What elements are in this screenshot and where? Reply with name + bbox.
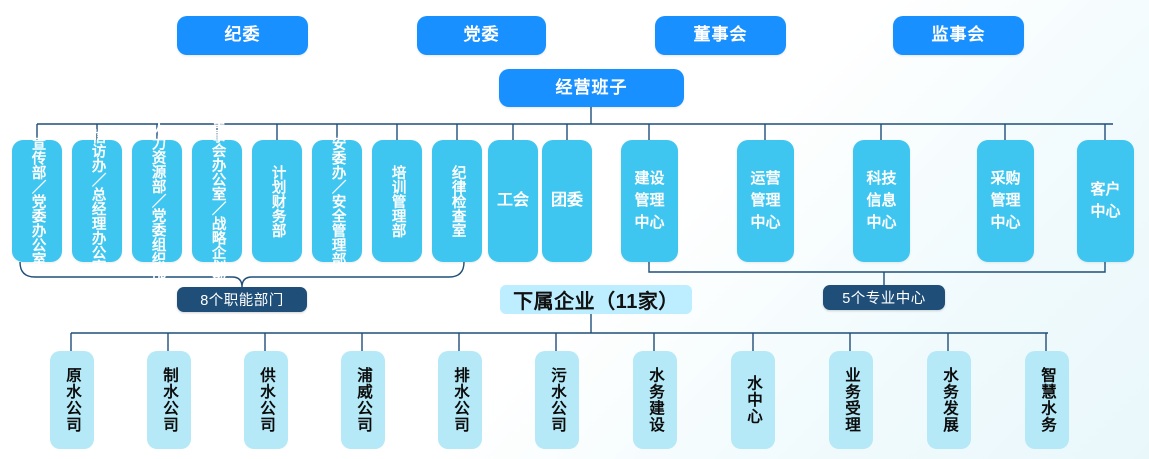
- department-label-1a: 党委办公室: [29, 193, 46, 267]
- department-label-6b: 安委办／: [329, 135, 346, 194]
- governance-box-dongshihui[interactable]: 董事会: [655, 16, 786, 55]
- center-label-2-line2: 管理: [750, 192, 781, 210]
- center-label-4-line2: 管理: [990, 192, 1021, 210]
- center-box-5[interactable]: 客户 中心: [1077, 140, 1134, 262]
- management-box[interactable]: 经营班子: [499, 69, 684, 107]
- department-box-3[interactable]: 人力资源部／ 党委组织部: [132, 121, 182, 281]
- department-label-7a: 培训管理部: [389, 164, 406, 238]
- center-label-2-line3: 中心: [750, 213, 781, 231]
- department-box-5[interactable]: 计划财务部: [252, 140, 302, 262]
- center-label-2-line1: 运营: [750, 170, 781, 188]
- caption-centers: 5个专业中心: [823, 285, 945, 310]
- mass-org-box-tuanwei[interactable]: 团委: [542, 140, 592, 262]
- center-label-5-line1: 客户: [1090, 181, 1121, 199]
- subsidiary-box-4[interactable]: 浦威公司: [341, 351, 385, 449]
- center-label-1-line3: 中心: [634, 213, 665, 231]
- department-label-4a: 战略企划部: [209, 215, 226, 289]
- governance-box-jiwei[interactable]: 纪委: [177, 16, 308, 55]
- subsidiary-box-8[interactable]: 水中心: [731, 351, 775, 449]
- subsidiary-box-3[interactable]: 供水公司: [244, 351, 288, 449]
- department-box-1[interactable]: 宣传部／ 党委办公室: [12, 136, 62, 266]
- subsidiary-box-10[interactable]: 水务发展: [927, 351, 971, 449]
- subsidiary-box-11[interactable]: 智慧水务: [1025, 351, 1069, 449]
- department-label-6a: 安全管理部: [329, 193, 346, 267]
- department-box-2[interactable]: 信访办／ 总经理办公室: [72, 129, 122, 274]
- center-box-3[interactable]: 科技 信息 中心: [853, 140, 910, 262]
- department-label-3a: 党委组织部: [149, 208, 166, 281]
- governance-box-dangwei[interactable]: 党委: [417, 16, 546, 55]
- caption-subsidiaries: 下属企业（11家）: [500, 285, 692, 314]
- center-label-1-line2: 管理: [634, 192, 665, 210]
- center-label-3-line1: 科技: [866, 170, 897, 188]
- center-label-4-line3: 中心: [990, 213, 1021, 231]
- center-box-1[interactable]: 建设 管理 中心: [621, 140, 678, 262]
- subsidiary-box-1[interactable]: 原水公司: [50, 351, 94, 449]
- department-label-1b: 宣传部／: [29, 135, 46, 194]
- center-label-4-line1: 采购: [990, 170, 1021, 188]
- department-label-2a: 总经理办公室: [89, 186, 106, 274]
- center-box-2[interactable]: 运营 管理 中心: [737, 140, 794, 262]
- department-label-8a: 纪律检查室: [449, 164, 466, 238]
- center-label-1-line1: 建设: [634, 170, 665, 188]
- center-box-4[interactable]: 采购 管理 中心: [977, 140, 1034, 262]
- department-label-5a: 计划财务部: [269, 164, 286, 238]
- caption-departments: 8个职能部门: [177, 287, 307, 312]
- mass-org-box-gonghui[interactable]: 工会: [488, 140, 538, 262]
- center-label-3-line2: 信息: [866, 192, 897, 210]
- department-label-4b: 董事会办公室／: [209, 114, 226, 216]
- center-label-3-line3: 中心: [866, 213, 897, 231]
- subsidiary-box-6[interactable]: 污水公司: [535, 351, 579, 449]
- department-box-8[interactable]: 纪律检查室: [432, 140, 482, 262]
- department-box-4[interactable]: 董事会办公室／ 战略企划部: [192, 114, 242, 288]
- subsidiary-box-2[interactable]: 制水公司: [147, 351, 191, 449]
- governance-box-jianshihui[interactable]: 监事会: [893, 16, 1024, 55]
- department-label-2b: 信访办／: [89, 128, 106, 187]
- subsidiary-box-7[interactable]: 水务建设: [633, 351, 677, 449]
- subsidiary-box-9[interactable]: 业务受理: [829, 351, 873, 449]
- department-box-6[interactable]: 安委办／ 安全管理部: [312, 136, 362, 266]
- department-label-3b: 人力资源部／: [149, 121, 166, 209]
- department-box-7[interactable]: 培训管理部: [372, 140, 422, 262]
- subsidiary-box-5[interactable]: 排水公司: [438, 351, 482, 449]
- center-label-5-line2: 中心: [1090, 203, 1121, 220]
